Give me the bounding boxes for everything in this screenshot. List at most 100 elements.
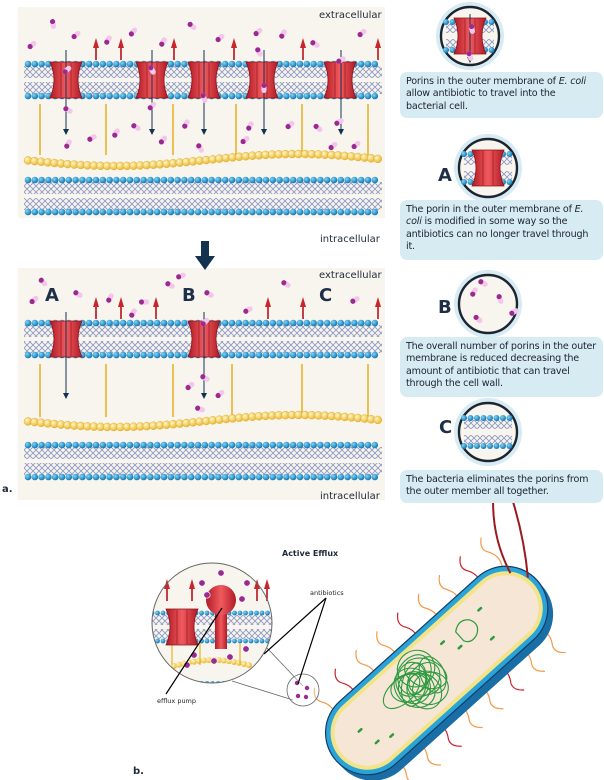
phospholipid-head [500,443,506,449]
phospholipid-head [364,208,372,216]
phospholipid-head [259,638,265,644]
phospholipid-head [45,208,52,216]
phospholipid-head [58,441,66,449]
phospholipid-head [351,176,358,184]
phospholipid-head [289,60,297,68]
phospholipid-head [243,638,248,644]
antibiotic-capsule [187,21,197,31]
phospholipid-head [344,319,351,327]
phospholipid-head [45,176,52,184]
phospholipid-head [72,176,79,184]
caption-species: E. coli [406,204,584,228]
phospholipid-head [155,681,160,683]
phospholipid-head [119,319,127,327]
phospholipid-head [317,208,324,216]
phospholipid-head [242,351,249,359]
phospholipid-head [371,473,379,481]
phospholipid-head [323,176,331,184]
phospholipid-head [167,176,175,184]
phospholipid-head [351,208,358,216]
phospholipid-head [31,473,39,481]
phospholipid-head [262,441,270,449]
capsule-dark [351,144,357,150]
efflux-pump-pointer [165,607,223,695]
ribosome [457,644,463,650]
phospholipid-head [133,441,141,449]
phospholipid-head [221,351,229,359]
phospholipid-head [106,319,113,327]
phospholipid-head [232,610,237,616]
antibiotic-capsule [182,119,190,129]
capsule-dark [334,120,340,126]
antibiotic-capsule [243,306,253,314]
phospholipid-head [262,351,270,359]
phospholipid-head [119,473,127,481]
phospholipid-head [58,473,66,481]
phospholipid-head [167,351,175,359]
phospholipid-head [153,208,161,216]
phospholipid-head [242,319,249,327]
phospholipid-head [140,208,147,216]
capsule-dark [200,374,206,380]
phospholipid-head [310,60,317,68]
phospholipid-head [364,176,372,184]
phospholipid-head [147,208,154,216]
pilus [480,537,503,568]
phospholipid-head [283,351,290,359]
legend-caption-b: The overall number of porins in the oute… [400,337,603,397]
phospholipid-head [461,151,467,157]
phospholipid-head [204,638,210,644]
phospholipid-head [152,681,154,683]
phospholipid-head [289,441,297,449]
phospholipid-head [269,208,277,216]
phospholipid-head [296,176,304,184]
phospholipid-head [133,176,141,184]
porin-body [165,608,199,646]
phospholipid-head [228,60,236,68]
phospholipid-head [181,351,188,359]
phospholipid-head [449,47,456,53]
phospholipid-head [85,441,93,449]
legend-modified-porin-icon [461,149,513,187]
phospholipid-head [160,638,166,644]
lps-head [264,579,270,589]
extracellular-label-bottom: extracellular [319,270,382,281]
phospholipid-head [337,441,345,449]
phospholipid-head [500,415,506,421]
legend-caption-porins: Porins in the outer membrane of E. coli … [400,72,603,118]
phospholipid-head [106,441,113,449]
capsule-dark [279,33,285,39]
intracellular-label-top: intracellular [320,234,380,245]
inner-membrane-top [24,176,382,216]
lps-arrow [375,38,381,60]
phospholipid-head [276,351,283,359]
caption-text: Porins in the outer membrane of [406,76,559,87]
phospholipid-head [38,60,45,68]
lps-head [231,38,237,48]
legend-caption-a: The porin in the outer membrane of E. co… [400,200,603,260]
phospholipid-head [310,351,317,359]
phospholipid-head [85,473,93,481]
phospholipid-head [167,441,175,449]
phospholipid-head [99,441,107,449]
phospholipid-head [24,208,32,216]
phospholipid-head [174,351,181,359]
antibiotic-capsule [106,293,114,303]
capsule-dark [27,44,33,50]
phospholipid-head [283,441,290,449]
inset-porin [165,608,199,646]
antibiotic-molecule [217,569,225,577]
phospholipid-head [119,176,127,184]
phospholipid-head [221,473,229,481]
phospholipid-head [357,319,365,327]
phospholipid-head [45,441,52,449]
lps-head [375,38,381,48]
phospholipid-head [255,351,263,359]
phospholipid-head [228,351,236,359]
lipid-tails [24,447,382,459]
phospholipid-head [119,92,127,100]
phospholipid-head [228,176,236,184]
phospholipid-head [152,638,155,644]
phospholipid-head [119,60,127,68]
capsule-dark [49,19,56,25]
